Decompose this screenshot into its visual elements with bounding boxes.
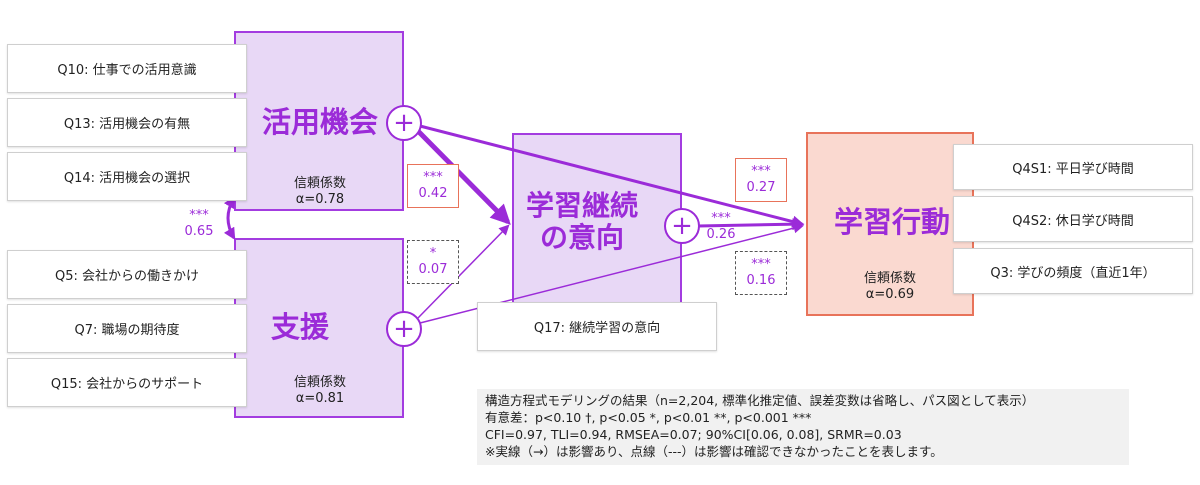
item-q4s2: Q4S2: 休日学び時間 [953,196,1193,242]
coef-stars: *** [189,207,209,223]
plus-circle-katsuyou: + [386,105,422,141]
note-line-fit: CFI=0.97, TLI=0.94, RMSEA=0.07; 90%CI[0.… [485,427,902,442]
item-q7: Q7: 職場の期待度 [7,304,247,353]
plus-circle-keizoku: + [664,208,700,244]
coef-katsuyou-to-keizoku: *** 0.42 [407,164,459,208]
coef-correlation: *** 0.65 [172,205,226,243]
item-q5: Q5: 会社からの働きかけ [7,250,247,299]
coef-shien-to-koudou: *** 0.16 [735,251,787,295]
coef-value: 0.07 [418,262,448,277]
alpha-value: α=0.78 [295,192,345,208]
coef-stars: *** [423,169,443,185]
item-q13: Q13: 活用機会の有無 [7,98,247,147]
coef-keizoku-to-koudou: *** 0.26 [696,208,746,246]
coef-value: 0.26 [706,227,736,242]
coef-value: 0.65 [184,224,214,239]
item-q17: Q17: 継続学習の意向 [477,302,717,351]
coef-stars: *** [711,210,731,226]
factor-box-katsuyou [234,31,404,211]
note-line-significance: 有意差：p<0.10 †, p<0.05 *, p<0.01 **, p<0.0… [485,410,812,425]
reliability-shien: 信頼係数 α=0.81 [260,375,380,408]
alpha-value: α=0.69 [865,287,915,303]
factor-box-shien [234,238,404,418]
coef-value: 0.16 [746,273,776,288]
coef-stars: *** [751,163,771,179]
reliability-label: 信頼係数 [863,271,916,286]
item-q3: Q3: 学びの頻度（直近1年） [953,248,1193,294]
factor-label-line2: の意向 [539,221,624,255]
reliability-label: 信頼係数 [293,176,346,191]
item-q10: Q10: 仕事での活用意識 [7,44,247,93]
factor-label-katsuyou: 活用機会 [261,105,378,139]
factor-label-keizoku: 学習継続 の意向 [522,189,642,255]
coef-stars: * [429,245,437,261]
results-note: 構造方程式モデリングの結果（n=2,204, 標準化推定値、誤差変数は省略し、パ… [477,389,1129,465]
note-line-legend: ※実線（→）は影響あり、点線（---）は影響は確認できなかったことを表します。 [485,444,943,459]
arrow-katsuyou-to-koudou [419,124,805,228]
note-line-model: 構造方程式モデリングの結果（n=2,204, 標準化推定値、誤差変数は省略し、パ… [485,393,1035,408]
coef-value: 0.27 [746,180,776,195]
arrow-keizoku-to-koudou [697,218,805,231]
alpha-value: α=0.81 [295,391,345,407]
arrow-katsuyou-to-keizoku [416,129,511,225]
coef-stars: *** [751,256,771,272]
plus-circle-shien: + [386,311,422,347]
factor-label-koudou: 学習行動 [833,205,950,239]
reliability-koudou: 信頼係数 α=0.69 [830,271,950,304]
factor-label-line1: 学習継続 [525,189,638,222]
arrow-correlation [223,195,236,241]
factor-label-shien: 支援 [270,310,329,344]
item-q14: Q14: 活用機会の選択 [7,152,247,201]
coef-shien-to-keizoku: * 0.07 [407,240,459,284]
item-q4s1: Q4S1: 平日学び時間 [953,144,1193,190]
arrow-shien-to-keizoku [417,224,510,319]
coef-value: 0.42 [418,186,448,201]
reliability-katsuyou: 信頼係数 α=0.78 [260,176,380,209]
coef-katsuyou-to-koudou: *** 0.27 [735,158,787,202]
item-q15: Q15: 会社からのサポート [7,358,247,407]
reliability-label: 信頼係数 [293,375,346,390]
